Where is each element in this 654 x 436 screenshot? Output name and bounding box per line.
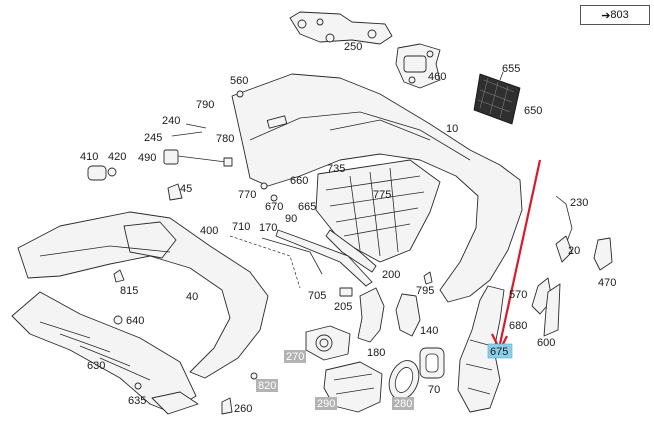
callout-400[interactable]: 400 <box>200 225 218 237</box>
callout-45[interactable]: 45 <box>180 183 192 195</box>
callout-780[interactable]: 780 <box>216 133 234 145</box>
part-bracket-675 <box>457 285 505 413</box>
reference-box[interactable]: ➔ 803 <box>580 5 650 25</box>
part-frame-180 <box>357 287 385 343</box>
label-bg-270 <box>284 350 306 363</box>
callout-90[interactable]: 90 <box>285 213 297 225</box>
callout-635[interactable]: 635 <box>128 395 146 407</box>
part-screw-670 <box>270 194 278 202</box>
part-sensor-270 <box>305 325 351 361</box>
callout-250[interactable]: 250 <box>344 41 362 53</box>
part-ring-70 <box>419 347 445 379</box>
callout-705[interactable]: 705 <box>308 290 326 302</box>
part-bracket-250 <box>289 11 393 45</box>
callout-70[interactable]: 70 <box>428 384 440 396</box>
callout-490[interactable]: 490 <box>138 152 156 164</box>
part-bracket-460 <box>395 43 441 89</box>
part-strip-170 <box>261 237 323 275</box>
label-bg-280 <box>392 397 414 410</box>
callout-600[interactable]: 600 <box>537 337 555 349</box>
part-grille-650 <box>473 73 521 125</box>
part-bumper-10 <box>231 73 523 303</box>
part-bracket-470 <box>593 237 613 271</box>
callout-470[interactable]: 470 <box>598 277 616 289</box>
callout-660[interactable]: 660 <box>290 175 308 187</box>
part-light-410 <box>87 165 117 181</box>
callout-180[interactable]: 180 <box>367 347 385 359</box>
callout-665[interactable]: 665 <box>298 201 316 213</box>
callout-795[interactable]: 795 <box>416 285 434 297</box>
part-housing-290 <box>323 361 383 413</box>
part-clip-815 <box>113 269 125 283</box>
part-bracket-45 <box>167 183 183 201</box>
callout-420[interactable]: 420 <box>108 151 126 163</box>
callout-270[interactable]: 270 <box>286 351 304 363</box>
label-bg-820 <box>256 379 278 392</box>
callout-20[interactable]: 20 <box>568 245 580 257</box>
callout-280[interactable]: 280 <box>394 398 412 410</box>
part-cover-260 <box>221 397 233 415</box>
callout-775[interactable]: 775 <box>373 189 391 201</box>
part-holder-140 <box>395 293 421 337</box>
part-bracket-20 <box>555 235 573 263</box>
callout-40[interactable]: 40 <box>186 291 198 303</box>
callout-170[interactable]: 170 <box>259 222 277 234</box>
callout-260[interactable]: 260 <box>234 403 252 415</box>
callout-140[interactable]: 140 <box>420 325 438 337</box>
callout-570[interactable]: 570 <box>509 289 527 301</box>
part-trim-90 <box>275 229 373 287</box>
part-rod-245 <box>171 131 203 137</box>
callout-675[interactable]: 675 <box>490 346 508 358</box>
callout-560[interactable]: 560 <box>230 75 248 87</box>
part-beam-735 <box>315 159 441 263</box>
callout-230[interactable]: 230 <box>570 197 588 209</box>
callout-790[interactable]: 790 <box>196 99 214 111</box>
part-diffuser-630 <box>11 291 199 415</box>
part-screw-770 <box>260 182 268 190</box>
part-screw-635 <box>134 382 142 390</box>
callout-735[interactable]: 735 <box>327 163 345 175</box>
part-clip-820 <box>250 372 258 380</box>
callout-460[interactable]: 460 <box>428 71 446 83</box>
part-nut-640 <box>113 315 123 325</box>
label-bg-675 <box>487 343 513 359</box>
callout-650[interactable]: 650 <box>524 105 542 117</box>
callout-820[interactable]: 820 <box>258 380 276 392</box>
arrow-right-icon: ➔ <box>601 9 611 22</box>
part-clip-795 <box>423 271 433 285</box>
part-strip-710 <box>229 235 301 289</box>
part-lower-bumper-40 <box>17 211 269 379</box>
callout-labels: 250 460 655 650 560 790 240 780 245 10 4… <box>80 41 616 415</box>
callout-10[interactable]: 10 <box>446 123 458 135</box>
callout-630[interactable]: 630 <box>87 360 105 372</box>
label-bg-290 <box>315 397 337 410</box>
callout-290[interactable]: 290 <box>317 398 335 410</box>
callout-710[interactable]: 710 <box>232 221 250 233</box>
callout-770[interactable]: 770 <box>238 189 256 201</box>
part-ring-280 <box>388 360 420 400</box>
reference-number: 803 <box>610 9 629 21</box>
part-clip-560 <box>236 90 244 98</box>
part-seal-230 <box>555 195 573 245</box>
part-rail-200 <box>325 229 377 273</box>
part-trim-600 <box>543 283 561 337</box>
callout-410[interactable]: 410 <box>80 151 98 163</box>
callout-240[interactable]: 240 <box>162 115 180 127</box>
callout-815[interactable]: 815 <box>120 285 138 297</box>
callout-670[interactable]: 670 <box>265 201 283 213</box>
part-rod-240 <box>185 123 207 129</box>
callout-640[interactable]: 640 <box>126 315 144 327</box>
callout-245[interactable]: 245 <box>144 132 162 144</box>
callout-680[interactable]: 680 <box>509 320 527 332</box>
callout-200[interactable]: 200 <box>382 269 400 281</box>
callout-655[interactable]: 655 <box>502 63 520 75</box>
part-clip-205 <box>339 287 353 297</box>
callout-205[interactable]: 205 <box>334 301 352 313</box>
part-cable-490 <box>163 149 233 167</box>
